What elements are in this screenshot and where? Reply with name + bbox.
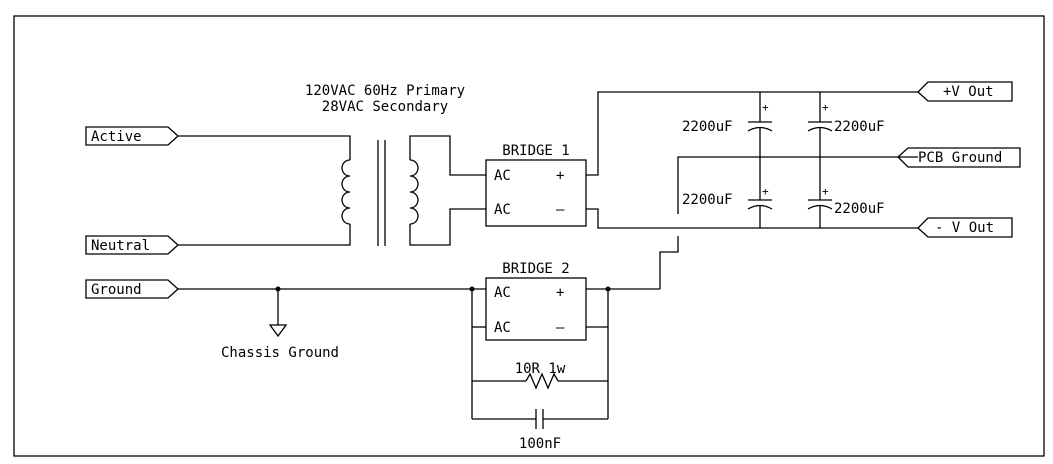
bridge2-ac-bottom: AC <box>494 320 511 336</box>
bridge2-plus: + <box>556 285 564 301</box>
schematic-border <box>13 15 1045 457</box>
transformer <box>178 135 486 246</box>
bridge1-plus: + <box>556 168 564 184</box>
resistor-label: 10R 1w <box>515 361 566 377</box>
capacitor-c1-label: 2200uF <box>682 119 733 135</box>
output-flag-plus-v: +V Out <box>917 81 1013 102</box>
capacitor-c4-label: 2200uF <box>834 201 885 217</box>
output-flag-pcb-ground-label: PCB Ground <box>918 150 1002 166</box>
input-flag-active: Active <box>85 126 179 146</box>
secondary-coil <box>409 159 419 225</box>
capacitor-c4: + 2200uF <box>807 157 885 228</box>
bridge-rectifier-1: BRIDGE 1 AC + AC – <box>485 143 587 227</box>
bridge2-minus: – <box>556 320 565 336</box>
capacitor-c3-label: 2200uF <box>682 192 733 208</box>
bridge1-ac-top: AC <box>494 168 511 184</box>
pcb-ground-rail <box>677 156 918 214</box>
transformer-secondary-label: 28VAC Secondary <box>322 99 448 115</box>
input-flag-neutral: Neutral <box>85 235 179 255</box>
primary-coil <box>341 159 351 225</box>
capacitor-c4-polarity: + <box>822 185 829 198</box>
output-flag-plus-v-label: +V Out <box>943 84 994 100</box>
bridge1-title: BRIDGE 1 <box>502 143 569 159</box>
input-flag-ground-label: Ground <box>91 282 142 298</box>
input-flag-neutral-label: Neutral <box>91 238 150 254</box>
transformer-primary-label: 120VAC 60Hz Primary <box>305 83 465 99</box>
capacitor-c2-label: 2200uF <box>834 119 885 135</box>
minus-rail <box>586 208 918 229</box>
bridge-rectifier-2: BRIDGE 2 AC + AC – <box>485 261 587 341</box>
input-flag-active-label: Active <box>91 129 142 145</box>
capacitor-c1: + 2200uF <box>682 92 773 157</box>
chassis-ground-label: Chassis Ground <box>221 345 339 361</box>
capacitor-c1-polarity: + <box>762 101 769 114</box>
capacitor-c2-polarity: + <box>822 101 829 114</box>
bridge1-minus: – <box>556 202 565 218</box>
input-flag-ground: Ground <box>85 279 179 299</box>
chassis-ground-icon <box>268 324 288 338</box>
output-flag-pcb-ground: PCB Ground <box>897 147 1021 168</box>
resistor-10r: 10R 1w <box>472 361 608 390</box>
bridge2-ac-top: AC <box>494 285 511 301</box>
cap-small-label: 100nF <box>519 436 561 452</box>
bridge1-ac-bottom: AC <box>494 202 511 218</box>
capacitor-c3-polarity: + <box>762 185 769 198</box>
output-flag-minus-v-label: - V Out <box>935 220 994 236</box>
output-flag-minus-v: - V Out <box>917 217 1013 238</box>
plus-rail <box>586 91 918 176</box>
capacitor-c2: + 2200uF <box>807 92 885 157</box>
bridge2-title: BRIDGE 2 <box>502 261 569 277</box>
capacitor-100nf: 100nF <box>472 409 608 452</box>
capacitor-c3: + 2200uF <box>682 157 773 228</box>
